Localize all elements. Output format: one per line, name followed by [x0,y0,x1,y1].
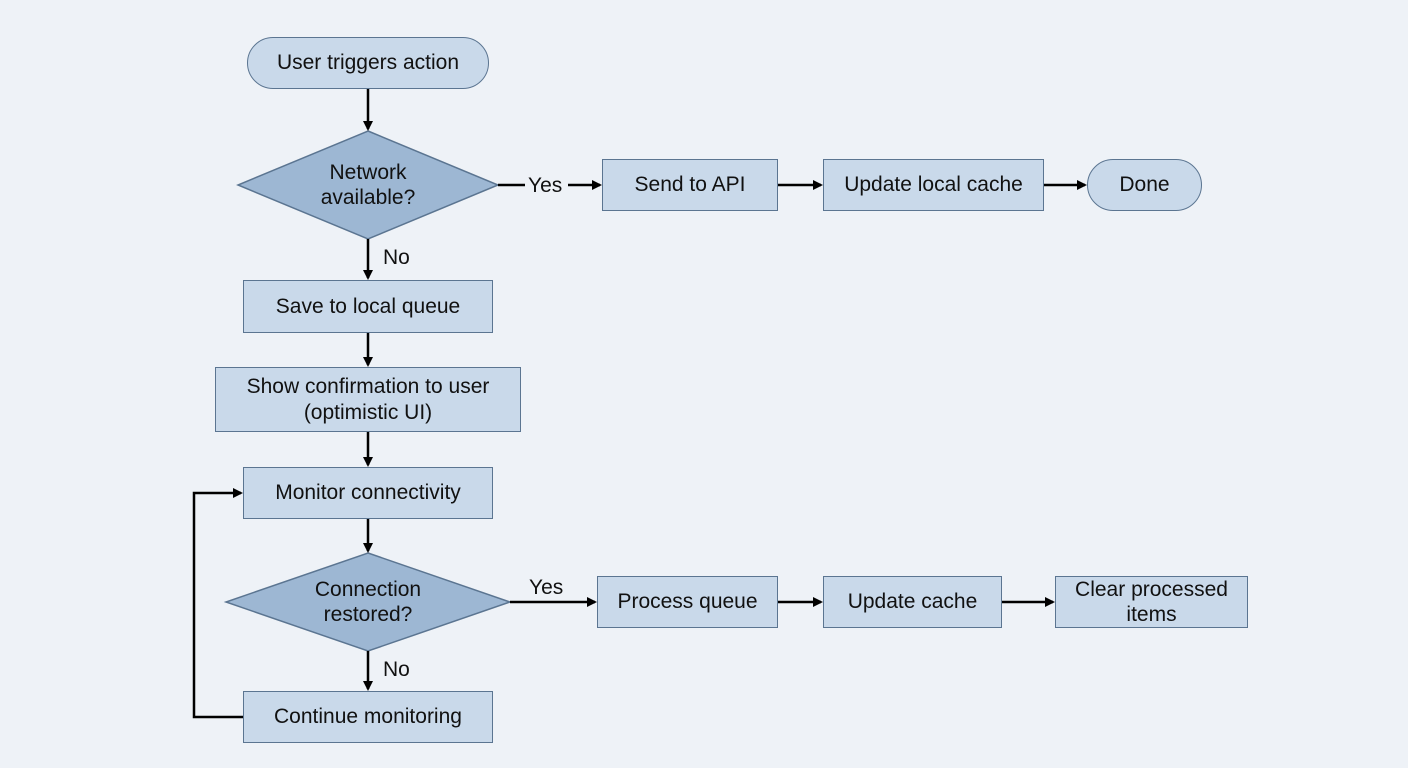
decision1-label: Network available? [320,160,416,209]
done-label: Done [1119,173,1170,197]
process-queue-box: Process queue [597,576,778,628]
decision2-label-box: Connection restored? [278,572,458,632]
continue-monitoring-box: Continue monitoring [243,691,493,743]
clear-processed-items-box: Clear processed items [1055,576,1248,628]
decision2-yes-label: Yes [529,576,564,599]
arrow-continue-loop-to-monitor [192,488,243,719]
start-terminal: User triggers action [247,37,489,89]
show-confirmation-box: Show confirmation to user (optimistic UI… [215,367,521,432]
decision2-label: Connection restored? [314,577,422,626]
send-api-label: Send to API [634,173,746,197]
decision2-no-label: No [383,658,410,681]
start-label: User triggers action [276,51,460,75]
decision1-no-label: No [383,246,410,269]
update-local-cache-box: Update local cache [823,159,1044,211]
clear-processed-items-label: Clear processed items [1075,577,1228,626]
show-confirmation-label: Show confirmation to user (optimistic UI… [246,375,490,424]
monitor-connectivity-label: Monitor connectivity [275,481,461,505]
done-terminal: Done [1087,159,1202,211]
update-cache-box: Update cache [823,576,1002,628]
decision1-yes-label: Yes [528,174,563,197]
send-api-box: Send to API [602,159,778,211]
update-local-cache-label: Update local cache [844,173,1023,197]
decision1-label-box: Network available? [278,155,458,215]
save-queue-label: Save to local queue [275,294,461,318]
save-queue-box: Save to local queue [243,280,493,333]
monitor-connectivity-box: Monitor connectivity [243,467,493,519]
process-queue-label: Process queue [617,590,758,614]
continue-monitoring-label: Continue monitoring [274,705,462,729]
update-cache-label: Update cache [847,590,978,614]
